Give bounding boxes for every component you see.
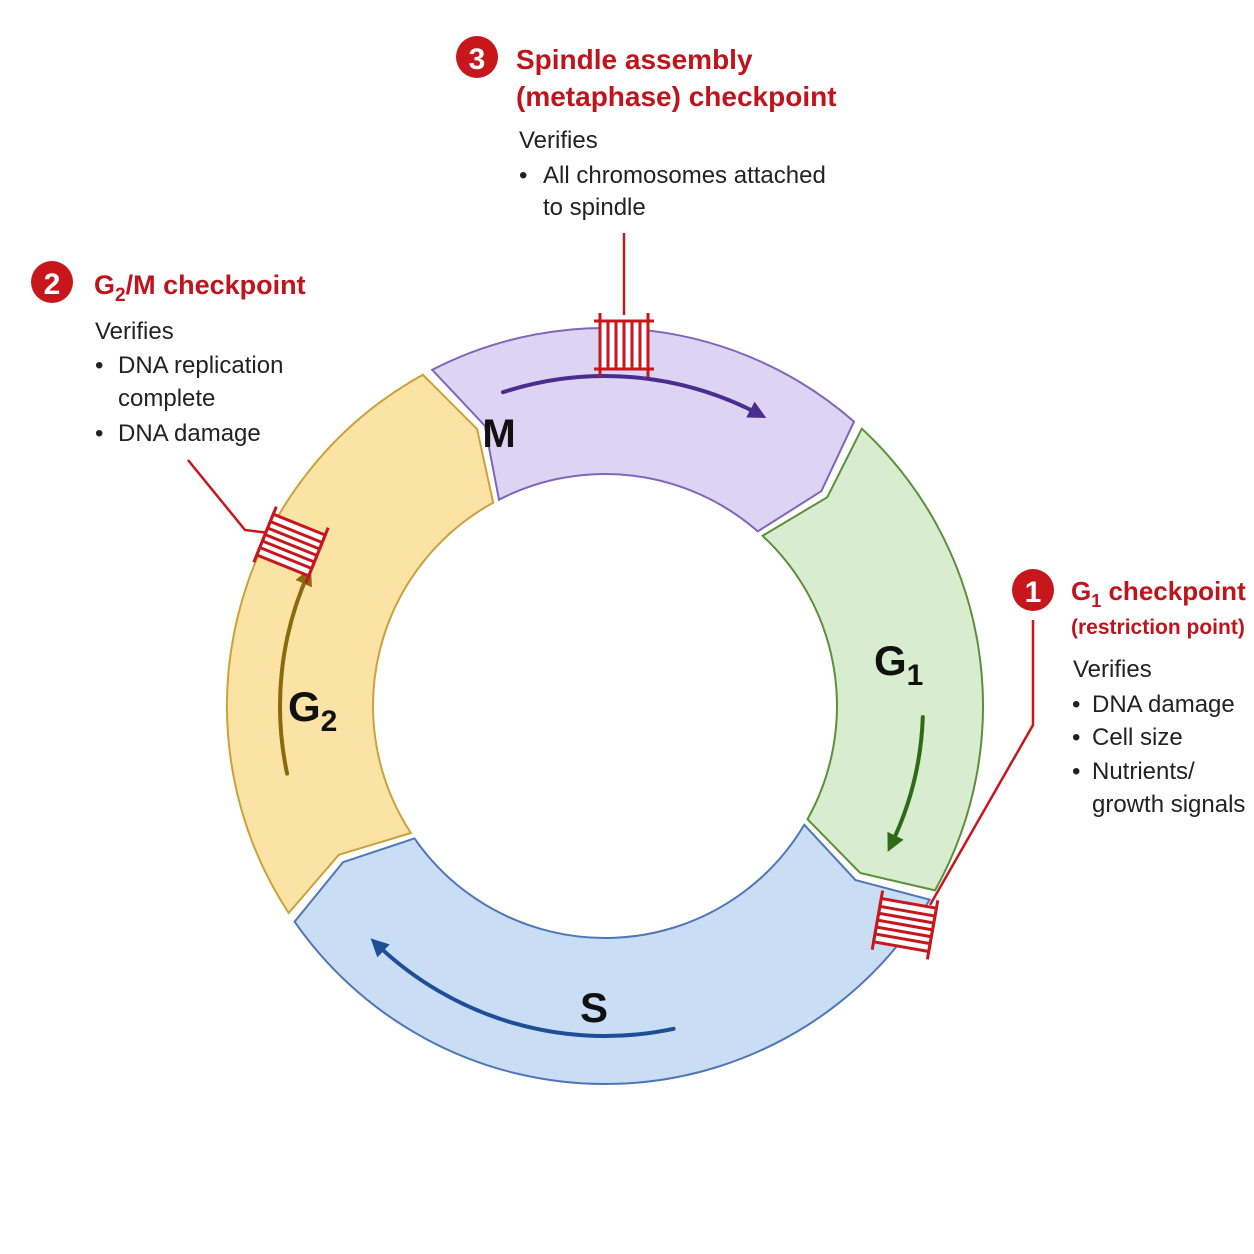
cp1-number-badge: [1012, 569, 1054, 611]
cp2-bullet-2: •: [95, 420, 103, 447]
phase-g1-letter: G: [874, 637, 907, 684]
cp2-bullet-1: •: [95, 352, 103, 379]
cp3-number: 3: [469, 43, 486, 76]
phase-s-segment: [293, 823, 932, 1085]
cp2-number: 2: [44, 268, 61, 301]
cp2-item-2: complete: [118, 385, 215, 412]
cp1-item-2: Cell size: [1092, 724, 1183, 751]
phase-g2-label: G2: [288, 683, 337, 738]
phase-g2-letter: G: [288, 683, 321, 730]
cp1-leader-line: [928, 620, 1035, 906]
cp2-title-subscript: 2: [115, 285, 126, 306]
cp1-title-g: G: [1071, 576, 1091, 606]
cp3-title-line2: (metaphase) checkpoint: [516, 81, 837, 112]
phase-g2-subscript: 2: [321, 705, 338, 738]
phase-m-direction-arrow: [501, 374, 767, 418]
phase-g2-direction-arrow: [278, 567, 312, 776]
phase-m-label: M: [482, 412, 515, 456]
cp2-verifies-label: Verifies: [95, 318, 174, 345]
cp1-item-4: growth signals: [1092, 791, 1245, 818]
cp2-title: G2/M checkpoint: [94, 270, 306, 306]
cp1-number: 1: [1025, 576, 1042, 609]
cp1-title-line1: G1 checkpoint: [1071, 576, 1246, 611]
phase-s-direction-arrow: [370, 938, 676, 1038]
cp1-gate-icon: [870, 890, 940, 960]
cp1-title-subscript: 1: [1091, 591, 1101, 611]
cp1-item-1: DNA damage: [1092, 691, 1235, 718]
cp2-number-badge: [31, 261, 73, 303]
cp1-title-line2: (restriction point): [1071, 616, 1245, 639]
cp1-title-rest: checkpoint: [1101, 576, 1246, 606]
cp1-item-3: Nutrients/: [1092, 758, 1195, 785]
phase-g2-segment: [226, 373, 495, 915]
phase-s-label: S: [580, 984, 608, 1031]
cp2-title-g: G: [94, 270, 115, 300]
cp2-callout: 2 G2/M checkpoint Verifies • DNA replica…: [31, 261, 306, 447]
cp2-item-3: DNA damage: [118, 420, 261, 447]
phase-g1-direction-arrow: [887, 715, 925, 852]
cp3-bullet: •: [519, 162, 527, 189]
phase-g1-subscript: 1: [907, 659, 924, 692]
cp1-callout: 1 G1 checkpoint (restriction point) Veri…: [1012, 569, 1246, 818]
cp3-item-2: to spindle: [543, 194, 646, 221]
cp2-title-rest: /M checkpoint: [126, 270, 306, 300]
cp3-verifies-label: Verifies: [519, 127, 598, 154]
cp3-item-1: All chromosomes attached: [543, 162, 826, 189]
cp1-bullet-1: •: [1072, 691, 1080, 718]
cp3-callout: 3 Spindle assembly (metaphase) checkpoin…: [456, 36, 837, 221]
cp1-verifies-label: Verifies: [1073, 656, 1152, 683]
phase-m-segment: [430, 327, 856, 533]
cp3-gate-icon: [594, 313, 654, 377]
cp1-bullet-2: •: [1072, 724, 1080, 751]
cp2-gate-icon: [252, 506, 330, 584]
phase-g1-label: G1: [874, 637, 923, 692]
cp3-title-line1: Spindle assembly: [516, 44, 753, 75]
cp2-item-1: DNA replication: [118, 352, 283, 379]
cp1-bullet-3: •: [1072, 758, 1080, 785]
cp3-number-badge: [456, 36, 498, 78]
phase-g1-segment: [760, 427, 984, 892]
